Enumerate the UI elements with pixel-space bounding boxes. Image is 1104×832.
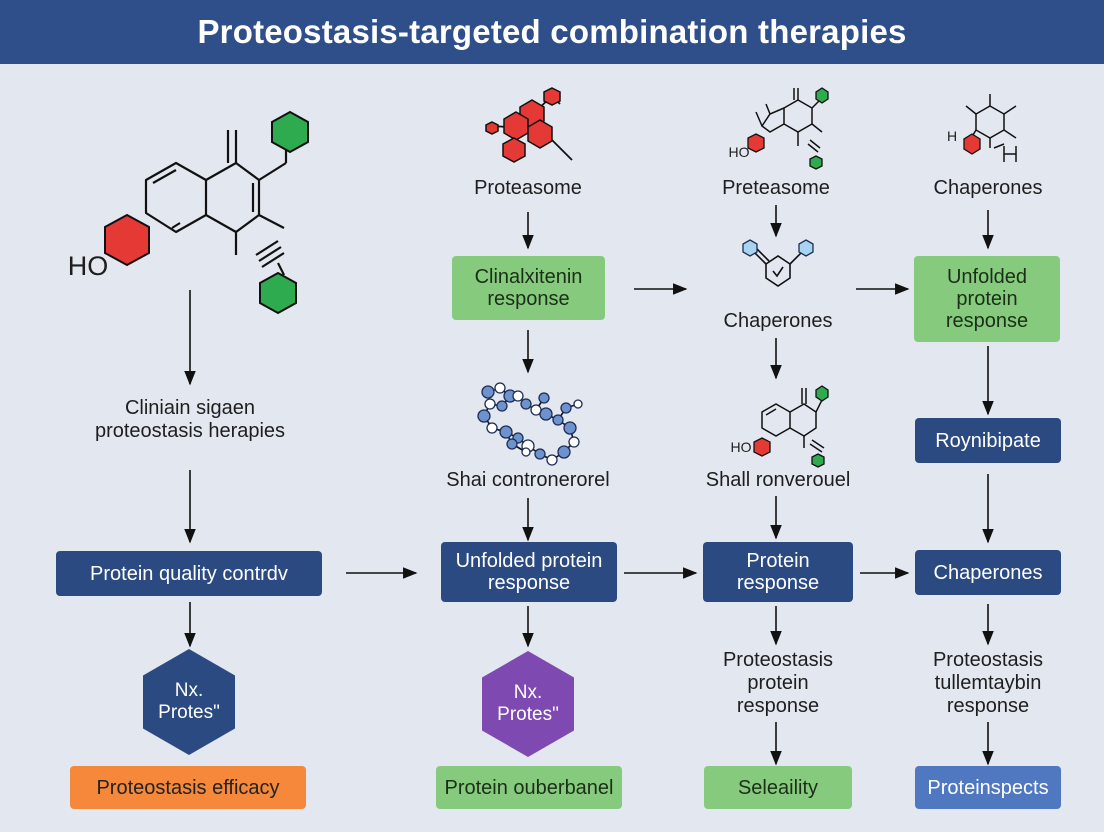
title-banner: Proteostasis-targeted combination therap… xyxy=(0,0,1104,64)
small-h-label: H xyxy=(946,128,958,144)
molecule-small-top xyxy=(747,87,829,170)
proteasome-cluster-icon xyxy=(485,87,573,163)
node-chaperones-c4: Chaperones xyxy=(915,550,1061,595)
proteasome-label: Proteasome xyxy=(474,177,582,199)
node-unfolded-protein-response-c4: Unfolded protein response xyxy=(914,256,1060,342)
node-protein-ouberbanel: Protein ouberbanel xyxy=(436,766,622,809)
small-ho-top: HO xyxy=(728,144,750,160)
chaperone-icon xyxy=(742,239,814,287)
molecule-small-mid xyxy=(753,385,829,468)
molecule-large xyxy=(104,110,309,315)
node-protein-response: Protein response xyxy=(703,542,853,602)
node-unfolded-protein-response: Unfolded protein response xyxy=(441,542,617,602)
node-proteinspects: Proteinspects xyxy=(915,766,1061,809)
node-proteostasis-efficacy: Proteostasis efficacy xyxy=(70,766,306,809)
small-ho-mid: HO xyxy=(730,439,752,455)
shall-label: Shall ronverouel xyxy=(705,469,851,491)
hex-node-c2: Nx. Protes" xyxy=(482,651,574,757)
strategy-label: Cliniain sigaen proteostasis herapies xyxy=(94,397,286,442)
hex-node-c1: Nx. Protes" xyxy=(143,649,235,755)
chaperones-label-c3: Chaperones xyxy=(723,310,833,332)
proteostasis-tully-label: Proteostasis tullemtaybin response xyxy=(932,649,1044,717)
node-protein-quality: Protein quality contrdv xyxy=(56,551,322,596)
molecule-small-right xyxy=(963,94,1017,162)
page-title: Proteostasis-targeted combination therap… xyxy=(197,13,907,50)
node-roynibipate: Roynibipate xyxy=(915,418,1061,463)
chain-label: Shai contronerorel xyxy=(446,469,610,491)
ho-label: HO xyxy=(67,251,109,281)
node-clinalxitenin-response: Clinalxitenin response xyxy=(452,256,605,320)
chaperones-label-c4: Chaperones xyxy=(933,177,1043,199)
proteostasis-protein-label: Proteostasis protein response xyxy=(722,649,834,717)
preteasome-label: Preteasome xyxy=(722,177,830,199)
node-seleaility: Seleaility xyxy=(704,766,852,809)
peptide-chain-icon xyxy=(477,382,583,466)
